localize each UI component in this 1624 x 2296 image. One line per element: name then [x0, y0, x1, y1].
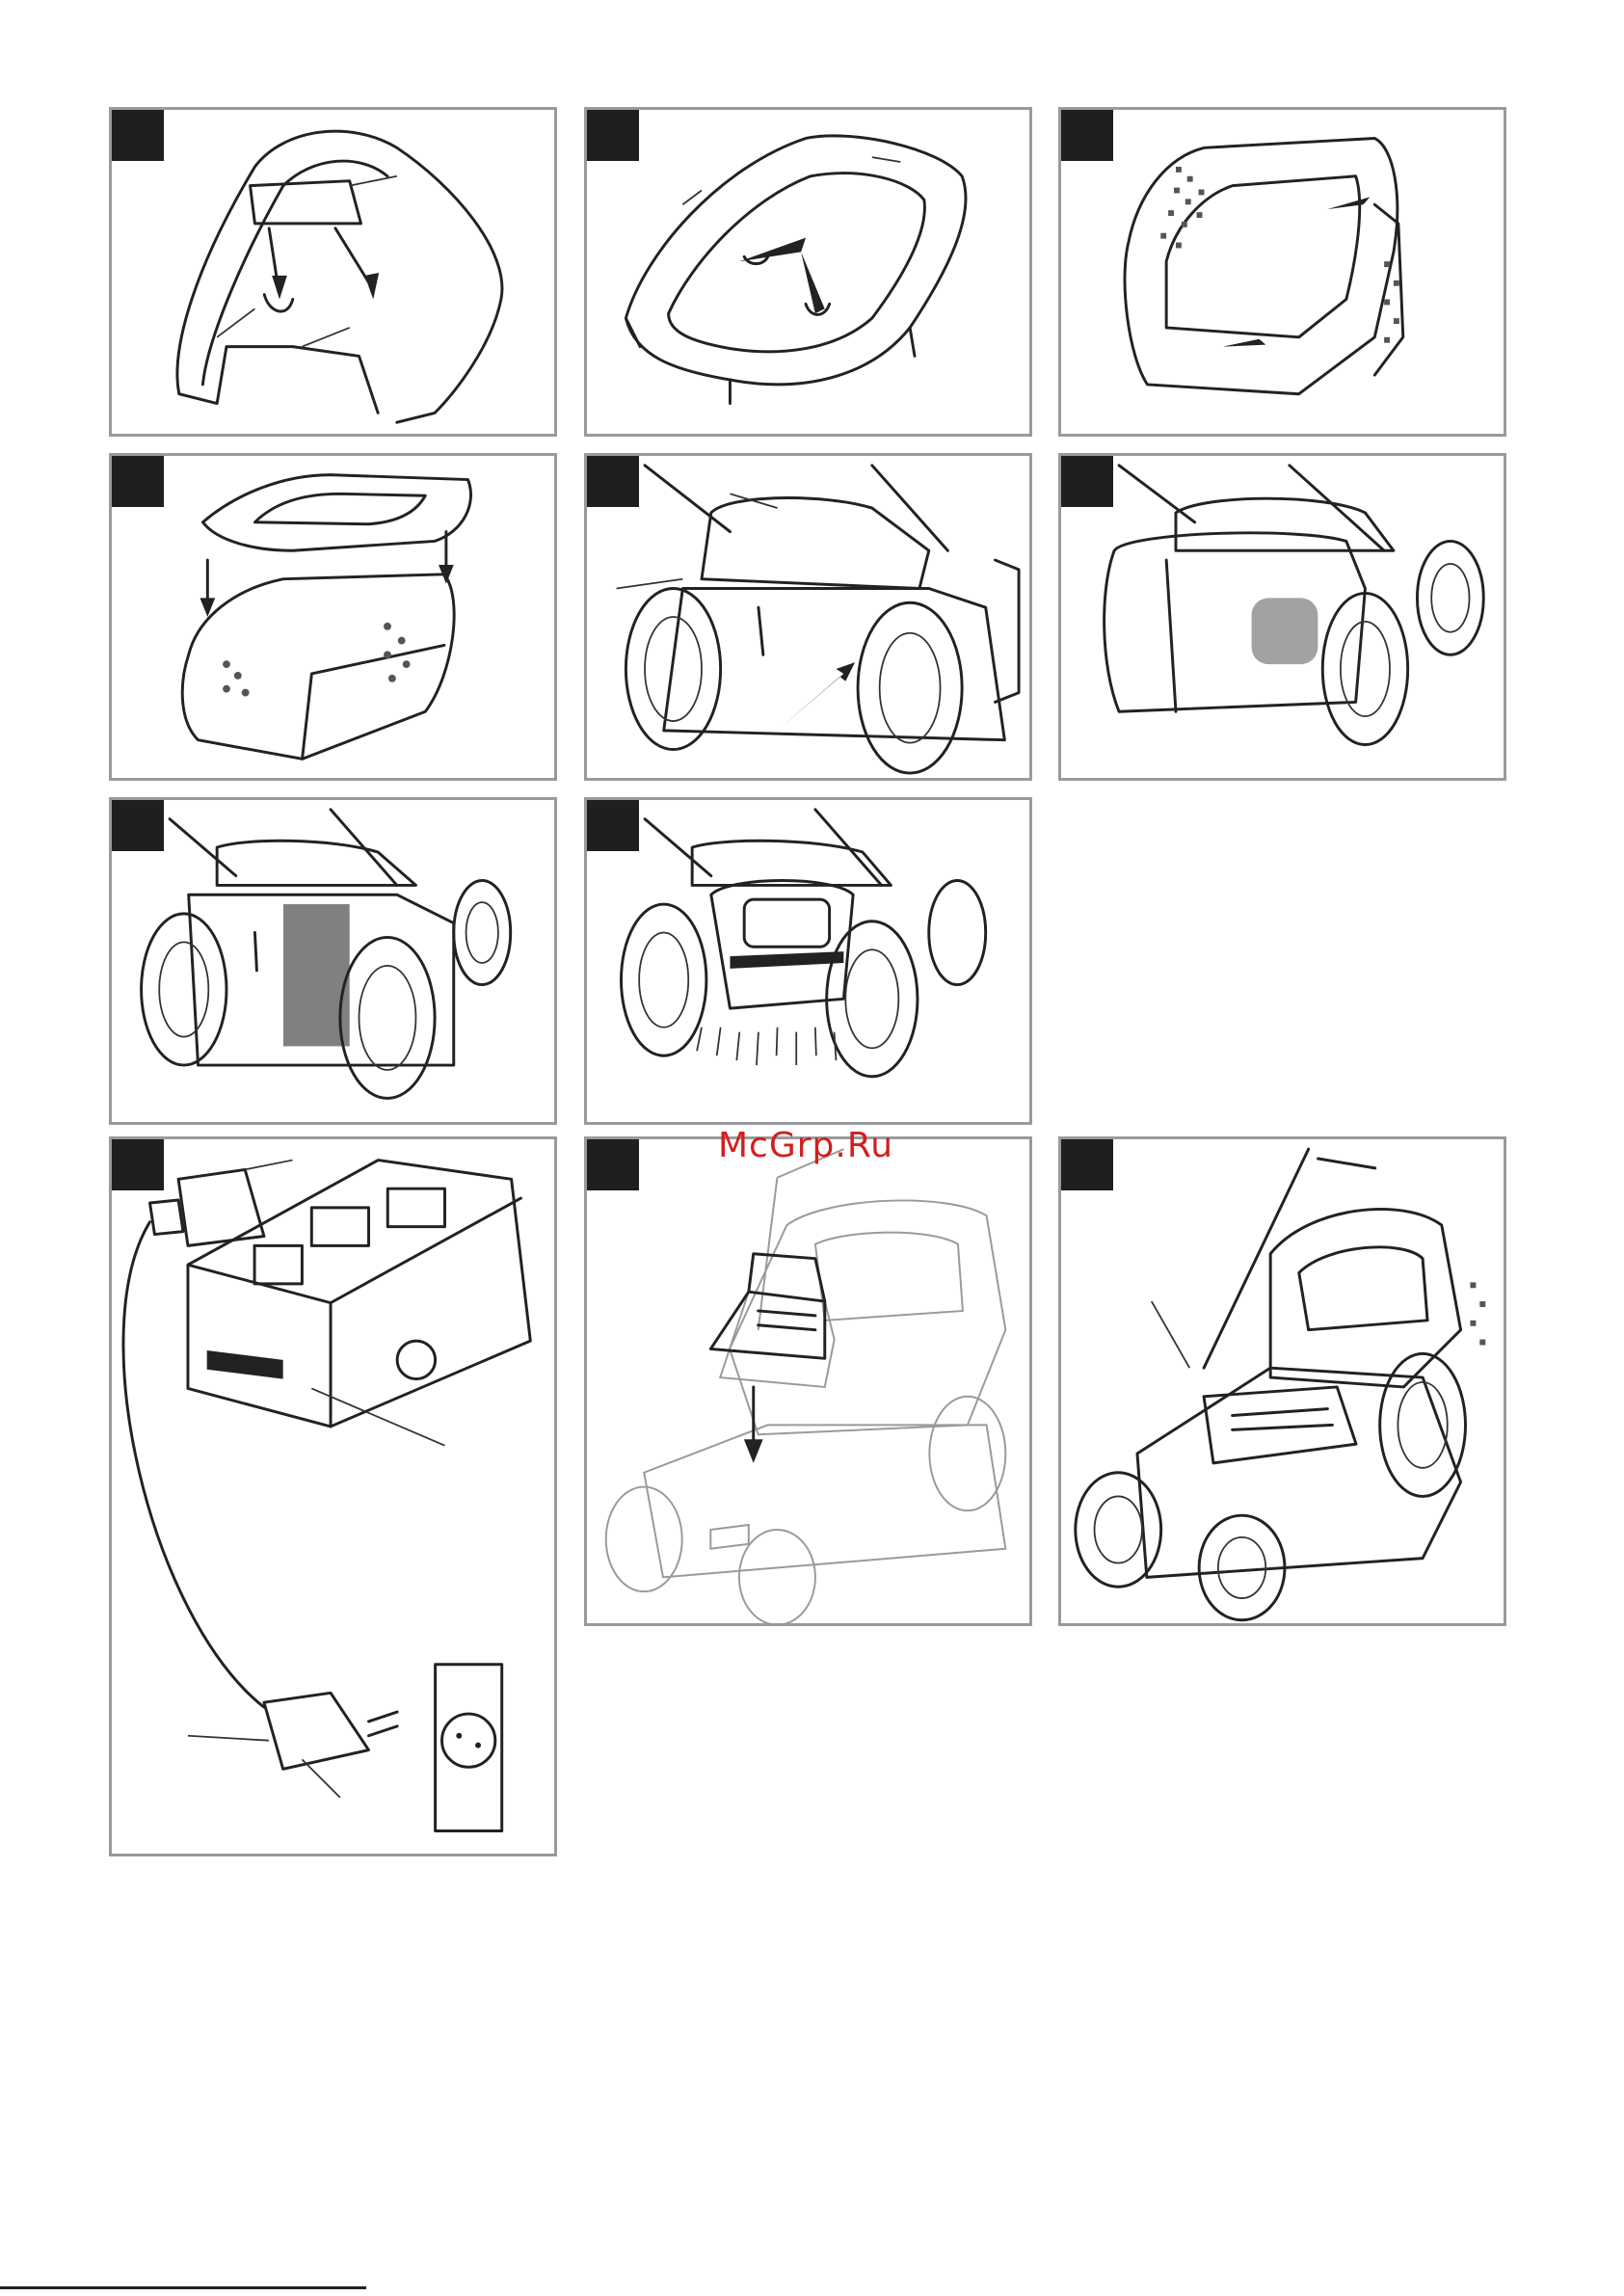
figure-panel-8: [584, 797, 1032, 1125]
mower-front-drawing-icon: [1061, 1139, 1504, 1623]
figure-panel-6: [1058, 453, 1506, 781]
battery-insert-drawing-icon: [587, 1139, 1029, 1623]
figure-panel-7: [109, 797, 557, 1125]
figure-panel-2: [584, 107, 1032, 437]
footer-rule: [0, 2286, 366, 2289]
figure-panel-10: [584, 1136, 1032, 1626]
figure-panel-9: [109, 1136, 557, 1856]
mower-open-drawing-icon: [112, 800, 554, 1122]
mower-catcher-drawing-icon: [1061, 456, 1504, 778]
mower-rear-drawing-icon: [587, 456, 1029, 778]
watermark-text: McGrp.Ru: [718, 1126, 893, 1165]
catcher-assembly-drawing-icon: [112, 456, 554, 778]
catcher-bag-drawing-icon: [1061, 110, 1504, 434]
figure-panel-1: [109, 107, 557, 437]
figure-panel-3: [1058, 107, 1506, 437]
figure-panel-4: [109, 453, 557, 781]
mower-mulch-drawing-icon: [587, 800, 1029, 1122]
figure-panel-5: [584, 453, 1032, 781]
handle-clip-drawing-icon: [112, 110, 554, 434]
charger-drawing-icon: [112, 1139, 554, 1854]
figure-panel-11: [1058, 1136, 1506, 1626]
catcher-frame-drawing-icon: [587, 110, 1029, 434]
